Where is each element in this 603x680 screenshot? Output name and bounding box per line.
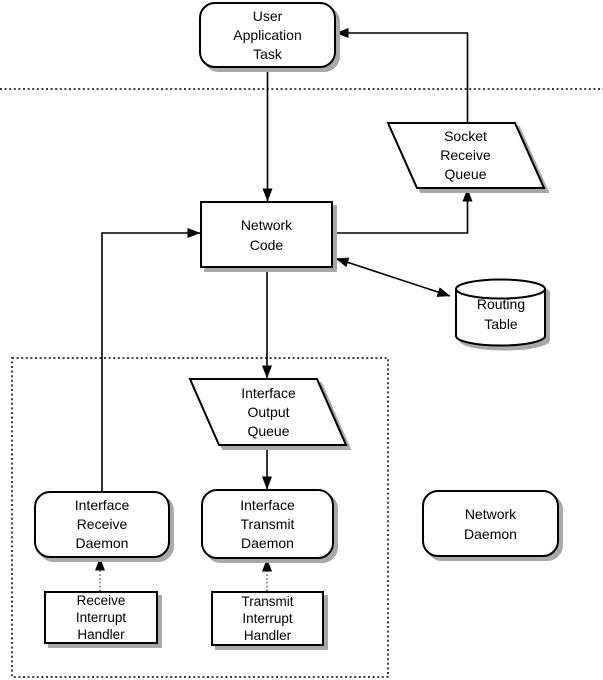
arrow-socket-queue-to-user-task bbox=[335, 28, 469, 123]
receive-interrupt-handler-node bbox=[44, 591, 162, 648]
network-daemon-node bbox=[422, 490, 563, 561]
transmit-interrupt-handler-node bbox=[211, 591, 328, 650]
interface-output-queue-node bbox=[188, 378, 352, 450]
interface-transmit-daemon-node bbox=[201, 489, 338, 563]
interface-receive-daemon-node bbox=[34, 491, 174, 562]
socket-receive-queue-node bbox=[386, 122, 550, 193]
arrow-network-code-routing-table-bidirectional bbox=[335, 257, 451, 297]
network-code-node bbox=[200, 201, 337, 272]
arrow-network-code-to-socket-queue bbox=[332, 188, 473, 234]
driver-region-boundary bbox=[11, 357, 389, 678]
user-application-task-node bbox=[199, 2, 340, 72]
arrow-receive-daemon-to-network-code bbox=[101, 228, 201, 492]
routing-table-node bbox=[455, 278, 550, 351]
